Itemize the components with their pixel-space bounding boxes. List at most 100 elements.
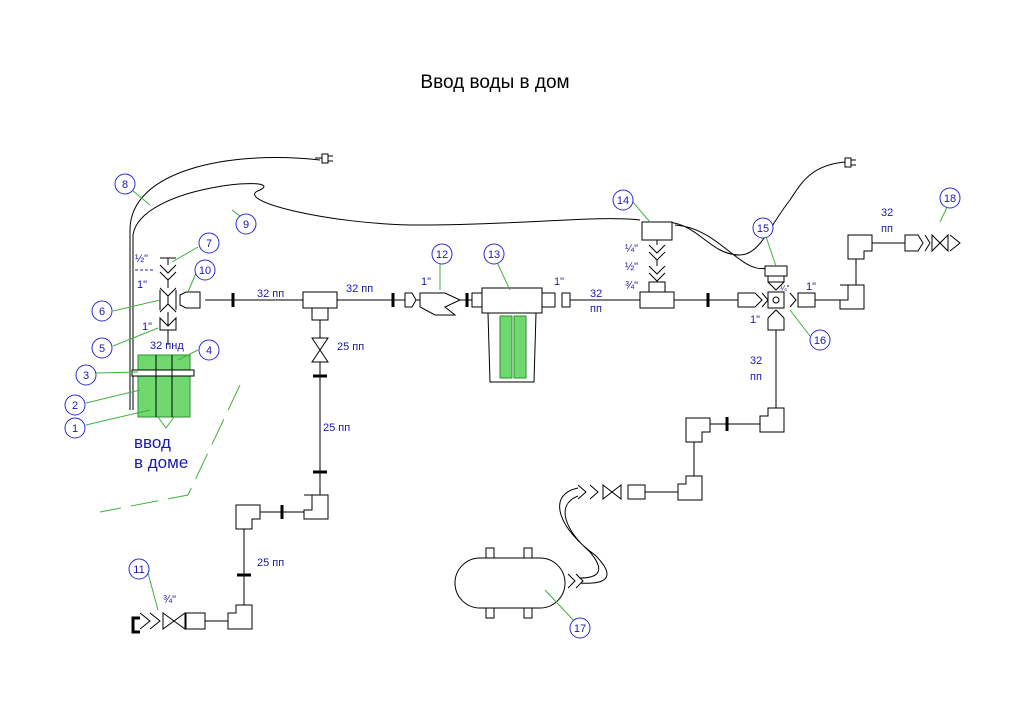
tee-1-down — [311, 307, 329, 321]
label-three-q-b: ¾" — [625, 280, 638, 292]
marker-8: 8 — [114, 173, 136, 195]
svg-text:2: 2 — [72, 400, 78, 412]
svg-text:1: 1 — [72, 423, 78, 435]
fitting-14-b — [648, 244, 666, 261]
svg-text:12: 12 — [436, 249, 448, 261]
valve-18 — [904, 233, 961, 253]
marker-18: 18 — [939, 187, 961, 209]
svg-text:6: 6 — [99, 306, 105, 318]
filter-13-cart-a — [499, 315, 513, 379]
marker-16: 16 — [809, 329, 831, 351]
marker-17: 17 — [569, 617, 591, 639]
cross-6 — [159, 287, 177, 313]
label-pp25-a: 25 пп — [337, 341, 364, 353]
label-half-b: ½" — [625, 261, 638, 273]
marker-10: 10 — [194, 259, 216, 281]
fitting-10 — [179, 291, 201, 309]
svg-text:13: 13 — [488, 249, 500, 261]
tee-1 — [302, 291, 338, 309]
svg-text:4: 4 — [206, 345, 212, 357]
svg-text:5: 5 — [99, 343, 105, 355]
fitting-14-a — [648, 265, 666, 293]
label-quarter-b: ¼" — [780, 284, 790, 293]
tank-17 — [454, 557, 566, 609]
elbow-c — [227, 604, 253, 630]
entry-block — [137, 354, 191, 418]
filter-13-out — [541, 292, 571, 308]
fitting-7 — [159, 264, 177, 281]
filter-13-head — [481, 287, 543, 314]
svg-text:7: 7 — [206, 238, 212, 250]
marker-6: 6 — [91, 300, 113, 322]
fitting-12 — [404, 292, 462, 316]
label-pp32-c-1: 32 — [590, 288, 602, 300]
tank-17-leg-d — [523, 607, 533, 619]
svg-text:3: 3 — [83, 370, 89, 382]
fitting-16-out — [789, 292, 816, 308]
entry-label-2: в доме — [134, 453, 188, 472]
tank-17-leg-c — [485, 607, 495, 619]
svg-text:9: 9 — [243, 219, 249, 231]
label-pp32-a: 32 пп — [257, 288, 284, 300]
elbow-a — [303, 494, 329, 520]
label-one-b: 1" — [142, 321, 152, 333]
label-pp25-c: 25 пп — [257, 557, 284, 569]
label-three-q-a: ¾" — [163, 594, 176, 606]
label-pp32-e-2: пп — [881, 223, 893, 235]
tank-17-leg-b — [523, 547, 533, 559]
label-pp32-d-2: пп — [750, 371, 762, 383]
svg-text:18: 18 — [944, 193, 956, 205]
svg-text:16: 16 — [814, 335, 826, 347]
fitting-16-in — [737, 292, 769, 308]
label-pp25-b: 25 пп — [323, 422, 350, 434]
entry-label-1: ввод — [134, 433, 171, 452]
marker-11: 11 — [128, 558, 150, 580]
tap-11 — [139, 612, 206, 630]
filter-13-in — [471, 292, 483, 308]
valve-25 — [311, 337, 329, 363]
cross-16-gauge — [772, 296, 780, 304]
label-pnd: 32 пнд — [150, 340, 184, 352]
svg-text:10: 10 — [199, 265, 211, 277]
entry-flange — [131, 369, 195, 377]
valve-17 — [577, 483, 646, 501]
marker-2: 2 — [64, 394, 86, 416]
marker-3: 3 — [75, 364, 97, 386]
marker-12: 12 — [431, 243, 453, 265]
svg-text:17: 17 — [574, 623, 586, 635]
svg-text:8: 8 — [122, 179, 128, 191]
tank-17-leg-a — [485, 547, 495, 559]
cable-2 — [667, 161, 846, 270]
label-one-f: 1" — [750, 314, 760, 326]
marker-15: 15 — [752, 217, 774, 239]
sensor-15 — [764, 265, 788, 277]
entry-tip — [157, 416, 175, 429]
marker-5: 5 — [91, 337, 113, 359]
label-one-a: 1" — [137, 279, 147, 291]
tap-11-spout — [131, 616, 140, 634]
svg-text:15: 15 — [757, 223, 769, 235]
marker-13: 13 — [483, 243, 505, 265]
plug-1 — [315, 153, 333, 164]
label-one-c: 1" — [421, 276, 431, 288]
filter-13-cart-b — [513, 315, 527, 379]
label-pp32-d-1: 32 — [750, 355, 762, 367]
elbow-d — [839, 284, 865, 310]
cable-1 — [129, 157, 641, 410]
label-pp32-e-1: 32 — [881, 207, 893, 219]
label-half: ½" — [135, 253, 148, 265]
fitting-5 — [159, 316, 177, 331]
label-one-e: 1" — [806, 281, 816, 293]
wall-line — [99, 384, 241, 513]
svg-text:14: 14 — [617, 195, 629, 207]
marker-1: 1 — [64, 417, 86, 439]
label-one-d: 1" — [554, 276, 564, 288]
diagram-title: Ввод воды в дом — [420, 72, 570, 93]
elbow-e — [847, 234, 873, 260]
elbow-h — [677, 475, 703, 501]
tee-14 — [639, 291, 675, 309]
tank-17-fit — [567, 573, 584, 589]
marker-7: 7 — [198, 232, 220, 254]
fitting-16-down — [767, 309, 785, 331]
